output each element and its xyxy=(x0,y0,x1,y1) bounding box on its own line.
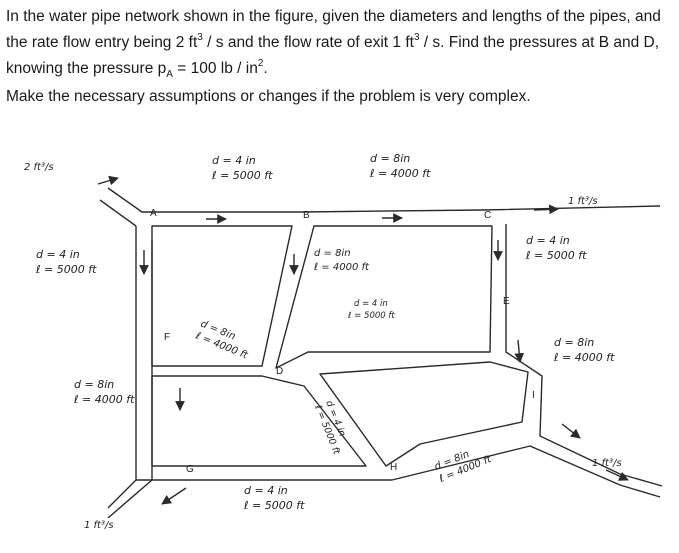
pipe-loop4 xyxy=(319,361,529,467)
pipe-label-bh: d = 8in ℓ = 4000 ft xyxy=(314,248,370,273)
problem-statement: In the water pipe network shown in the f… xyxy=(6,4,674,110)
pipe-label-ab: d = 4 in ℓ = 5000 ft xyxy=(211,154,273,182)
arrow-ei xyxy=(514,339,525,363)
node-b: B xyxy=(303,210,310,221)
flow-label-inlet: 2 ft³/s xyxy=(24,162,54,173)
arrow-i-exit xyxy=(605,469,629,481)
flow-arrows xyxy=(97,175,629,505)
arrow-c-exit xyxy=(533,204,559,215)
pipe-loop1 xyxy=(151,225,293,367)
pipe-label-bc: d = 8in ℓ = 4000 ft xyxy=(369,152,431,180)
pipe-label-fg: d = 8in ℓ = 4000 ft xyxy=(73,378,135,406)
flow-labels: 2 ft³/s 1 ft³/s 1 ft³/s 1 ft³/s xyxy=(24,162,622,531)
problem-paragraph-2: Make the necessary assumptions or change… xyxy=(6,88,531,105)
pipe-label-dh: d = 4 in ℓ = 5000 ft xyxy=(312,399,353,457)
pipe-inlet-inner xyxy=(99,199,137,227)
arrow-gh xyxy=(161,487,187,505)
pipe-label-de: d = 4 in ℓ = 5000 ft xyxy=(347,299,395,321)
node-h: H xyxy=(390,462,397,473)
pipe-loop3 xyxy=(151,375,367,467)
node-labels: A B C D E F G H I xyxy=(150,208,535,475)
node-a: A xyxy=(150,208,157,219)
arrow-hi xyxy=(561,423,581,439)
pipe-bottom-inner xyxy=(107,479,153,519)
pipe-label-gh: d = 4 in ℓ = 5000 ft xyxy=(243,484,305,512)
pipe-label-ce: d = 4 in ℓ = 5000 ft xyxy=(525,234,587,262)
node-d: D xyxy=(276,366,283,377)
pipe-bottom-outer xyxy=(136,445,661,498)
node-e: E xyxy=(503,296,510,307)
pipe-labels: d = 4 in ℓ = 5000 ft d = 8in ℓ = 4000 ft… xyxy=(35,152,615,512)
node-g: G xyxy=(186,464,194,475)
flow-label-exit-c: 1 ft³/s xyxy=(568,196,598,207)
pipe-inlet-outer xyxy=(107,187,661,213)
node-c: C xyxy=(484,210,491,221)
node-i: I xyxy=(532,390,535,401)
flow-label-exit-g: 1 ft³/s xyxy=(84,520,114,531)
pipe-label-fd: d = 8in ℓ = 4000 ft xyxy=(194,319,255,362)
pipe-loop2 xyxy=(275,225,493,369)
pipe-label-af: d = 4 in ℓ = 5000 ft xyxy=(35,248,97,276)
pipe-label-ei: d = 8in ℓ = 4000 ft xyxy=(553,336,615,364)
node-f: F xyxy=(164,332,170,343)
arrow-inlet xyxy=(97,175,119,186)
pipe-label-hi: d = 8in ℓ = 4000 ft xyxy=(433,442,494,485)
flow-label-exit-i: 1 ft³/s xyxy=(592,458,622,469)
pipe-network-diagram: A B C D E F G H I 2 ft³/s 1 ft³/s 1 ft³/… xyxy=(24,152,663,531)
problem-paragraph-1: In the water pipe network shown in the f… xyxy=(6,8,661,81)
pipe-left-outer xyxy=(107,226,137,509)
pipe-outlines xyxy=(99,187,663,519)
